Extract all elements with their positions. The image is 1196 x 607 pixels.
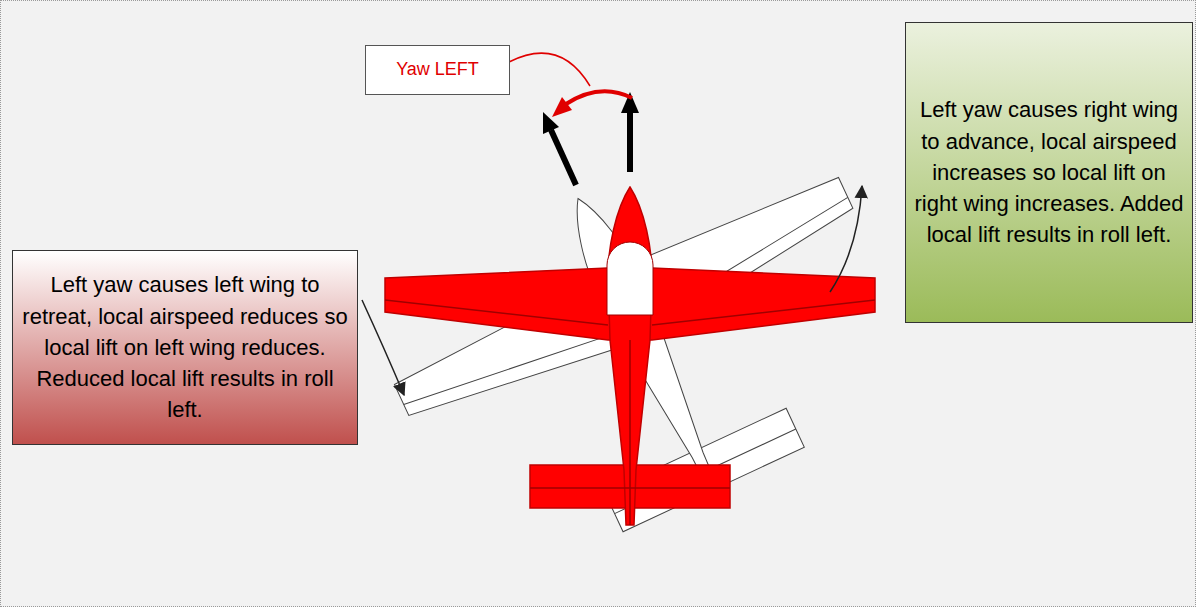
yawed-aircraft-outline bbox=[356, 95, 943, 607]
heading-arrows bbox=[543, 92, 639, 185]
yaw-label-box: Yaw LEFT bbox=[365, 45, 510, 95]
node-text: Left yaw causes right wing to advance, l… bbox=[914, 94, 1184, 250]
node-text: Left yaw causes left wing to retreat, lo… bbox=[21, 269, 349, 425]
callout-box: Left yaw causes right wing to advance, l… bbox=[905, 22, 1193, 323]
node-text: Yaw LEFT bbox=[396, 57, 479, 83]
left-wing-arrow bbox=[362, 300, 404, 395]
right-wing-arrow bbox=[830, 186, 862, 292]
aircraft bbox=[385, 187, 875, 525]
yaw-arrow bbox=[509, 53, 632, 117]
callout-box: Left yaw causes left wing to retreat, lo… bbox=[12, 250, 358, 445]
